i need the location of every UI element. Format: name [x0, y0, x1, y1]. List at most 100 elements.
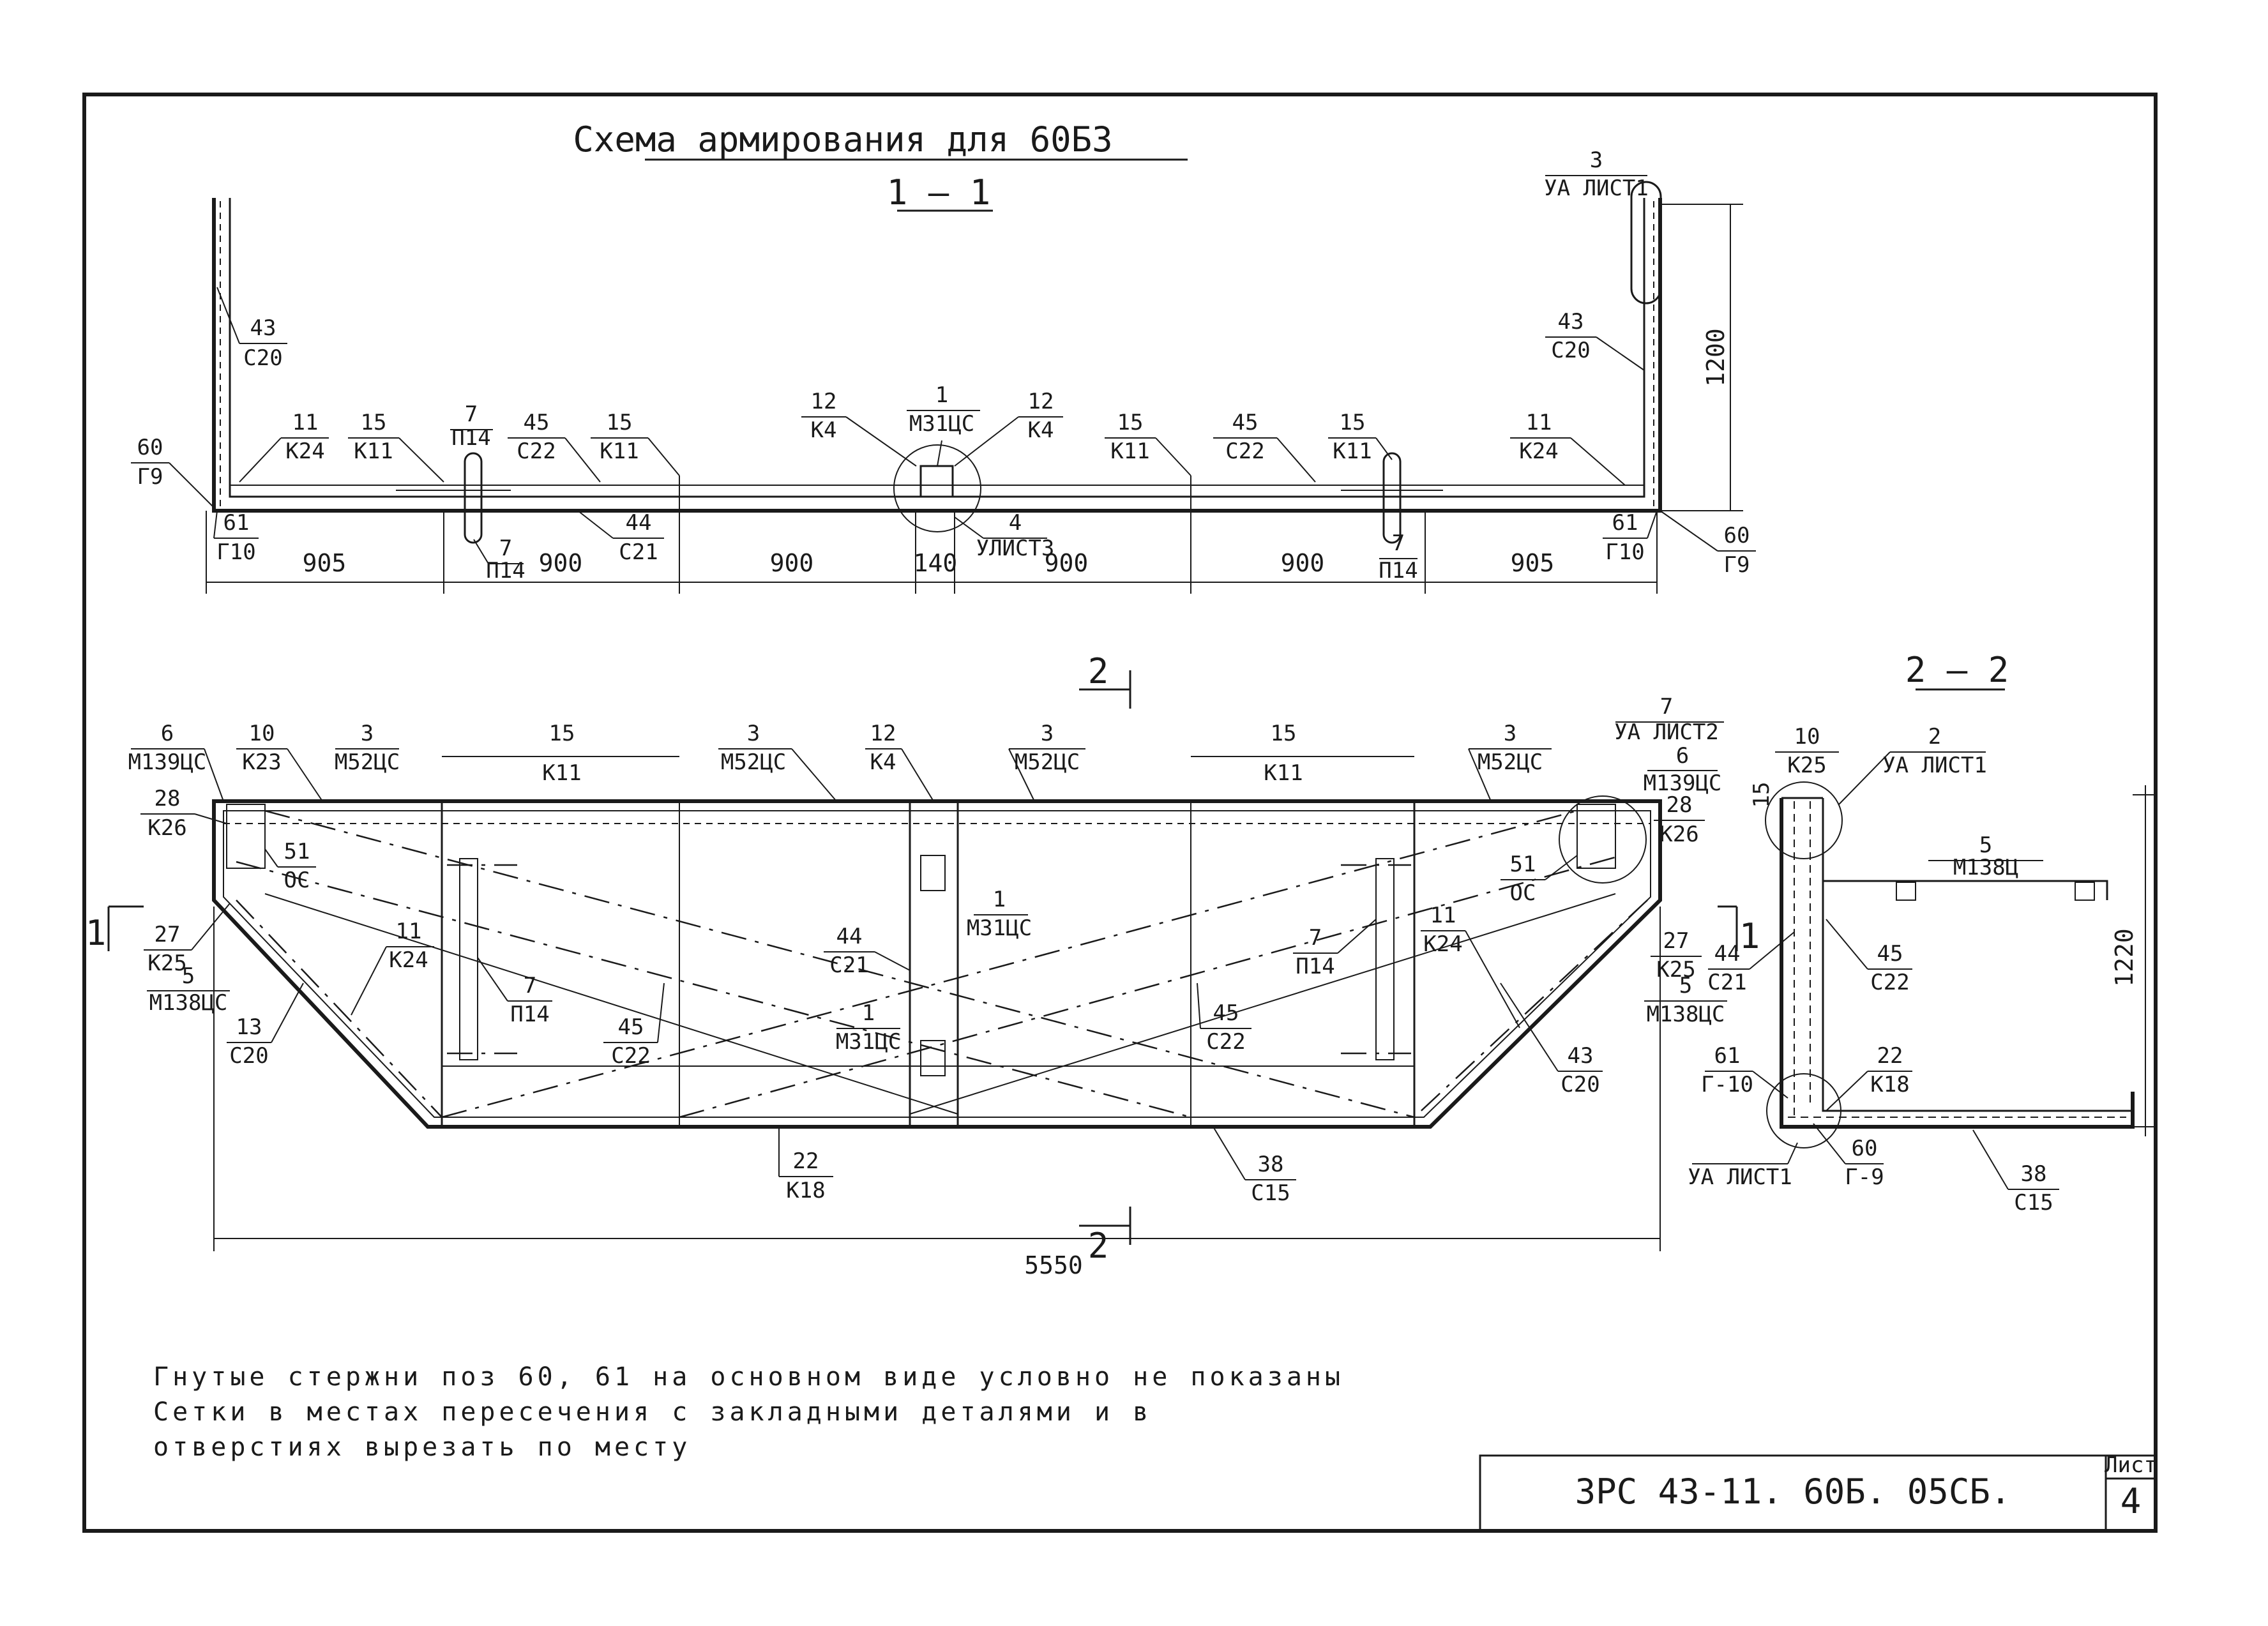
section-1-1	[206, 181, 1743, 594]
svg-text:15: 15	[1271, 721, 1297, 746]
svg-text:М52ЦС: М52ЦС	[721, 749, 786, 775]
svg-text:Г-10: Г-10	[1701, 1072, 1753, 1097]
svg-text:К4: К4	[870, 749, 896, 775]
cut-mark-2-top: 2	[1088, 651, 1109, 691]
svg-text:3: 3	[1590, 147, 1603, 173]
position-label: 38 С15	[1213, 1126, 1296, 1206]
svg-text:С20: С20	[1551, 338, 1590, 363]
svg-text:М31ЦС: М31ЦС	[836, 1029, 901, 1055]
position-label: 44 С21	[577, 510, 664, 565]
svg-text:1: 1	[993, 887, 1006, 912]
svg-text:К4: К4	[811, 418, 837, 443]
position-label: 4 УЛИСТ3	[954, 510, 1054, 561]
svg-text:Г9: Г9	[1724, 552, 1750, 578]
svg-text:К11: К11	[1333, 439, 1372, 464]
svg-text:7: 7	[1309, 925, 1322, 951]
position-label: 43 С20	[1500, 982, 1603, 1097]
position-label: 15 К11	[1328, 410, 1393, 464]
svg-text:Г-9: Г-9	[1845, 1164, 1884, 1190]
position-label: 60 Г9	[131, 435, 215, 508]
position-label: 10 К25	[1775, 724, 1839, 778]
svg-text:С21: С21	[619, 539, 658, 565]
svg-text:К11: К11	[1110, 439, 1149, 464]
position-label: 1 М31ЦС	[907, 382, 980, 467]
svg-text:7: 7	[1392, 531, 1405, 556]
position-label: 51 ОС	[264, 839, 316, 893]
svg-text:К24: К24	[1423, 931, 1462, 957]
svg-text:15: 15	[549, 721, 575, 746]
svg-text:13: 13	[236, 1014, 262, 1040]
position-label: 7 П14	[477, 957, 552, 1027]
position-label: 45 С22	[508, 410, 601, 483]
note-line-3: отверстиях вырезать по месту	[153, 1433, 691, 1462]
svg-text:К25: К25	[1656, 957, 1695, 982]
position-label: 61 Г10	[213, 510, 259, 565]
drawing-title: Схема армирования для 60Б3	[573, 119, 1112, 160]
svg-text:11: 11	[292, 410, 319, 435]
svg-text:43: 43	[250, 315, 276, 341]
position-label: 61 Г-10	[1701, 1043, 1788, 1099]
svg-text:10: 10	[249, 721, 275, 746]
svg-text:44: 44	[626, 510, 652, 536]
svg-text:11: 11	[1526, 410, 1552, 435]
svg-text:12: 12	[1028, 389, 1054, 414]
svg-text:С20: С20	[229, 1043, 268, 1069]
dimension-900: 900	[539, 549, 583, 577]
svg-text:6: 6	[161, 721, 174, 746]
svg-text:М138ЦС: М138ЦС	[1647, 1002, 1725, 1027]
svg-text:60: 60	[137, 435, 163, 460]
svg-text:С20: С20	[1561, 1072, 1599, 1097]
svg-text:ОС: ОС	[1510, 880, 1536, 906]
sheet-number: 4	[2121, 1481, 2142, 1521]
position-label: 15 К11	[348, 410, 444, 483]
svg-text:3: 3	[1504, 721, 1516, 746]
position-label: 7 П14	[1379, 531, 1418, 583]
main-elevation	[107, 670, 1662, 1251]
svg-text:К11: К11	[354, 439, 393, 464]
position-label: 7 П14	[1293, 919, 1377, 979]
note-line-2: Сетки в местах пересечения с закладными …	[153, 1397, 1152, 1427]
svg-text:УА ЛИСТ1: УА ЛИСТ1	[1688, 1164, 1792, 1190]
svg-text:К4: К4	[1028, 418, 1054, 443]
position-label: 45 С22	[1826, 919, 1912, 995]
svg-text:С22: С22	[611, 1043, 650, 1069]
position-label: УА ЛИСТ1	[1688, 1142, 1798, 1190]
position-label: 12 К4	[801, 389, 917, 467]
svg-text:2: 2	[1928, 724, 1941, 749]
cut-mark-1-section: 1	[1739, 916, 1760, 956]
svg-text:61: 61	[1714, 1043, 1741, 1069]
position-label: 5 М138ЦС	[147, 963, 230, 1016]
svg-text:П14: П14	[486, 558, 525, 583]
svg-text:38: 38	[2021, 1161, 2047, 1187]
svg-text:45: 45	[1877, 941, 1903, 967]
svg-text:Г10: Г10	[216, 539, 255, 565]
svg-text:5: 5	[182, 963, 195, 989]
svg-text:15: 15	[361, 410, 387, 435]
position-label: 22 К18	[778, 1127, 833, 1203]
dimension-900: 900	[1045, 549, 1089, 577]
position-label: 27 К25	[1651, 928, 1702, 982]
svg-text:10: 10	[1794, 724, 1820, 749]
position-label: 43 С20	[216, 287, 287, 371]
svg-text:К23: К23	[242, 749, 281, 775]
position-label: 22 К18	[1826, 1043, 1912, 1111]
svg-text:44: 44	[1714, 941, 1741, 967]
svg-text:К24: К24	[285, 439, 324, 464]
dimension-140: 140	[914, 549, 958, 577]
position-label: 5 М138Ц	[1928, 832, 2043, 880]
svg-text:7: 7	[465, 402, 478, 427]
svg-text:51: 51	[284, 839, 310, 864]
drawing-code: 3РС 43-11. 60Б. 05СБ.	[1575, 1472, 2011, 1512]
position-label: 15 К11	[1105, 410, 1191, 476]
svg-text:11: 11	[396, 919, 422, 944]
dimension-900: 900	[1281, 549, 1325, 577]
dimension-15: 15	[1749, 782, 1774, 808]
svg-text:12: 12	[870, 721, 896, 746]
svg-text:М52ЦС: М52ЦС	[1478, 749, 1543, 775]
dimension-905-left: 905	[303, 549, 347, 577]
svg-text:С15: С15	[1251, 1180, 1290, 1206]
svg-text:15: 15	[1340, 410, 1366, 435]
svg-text:43: 43	[1568, 1043, 1594, 1069]
svg-text:1: 1	[862, 1000, 875, 1026]
